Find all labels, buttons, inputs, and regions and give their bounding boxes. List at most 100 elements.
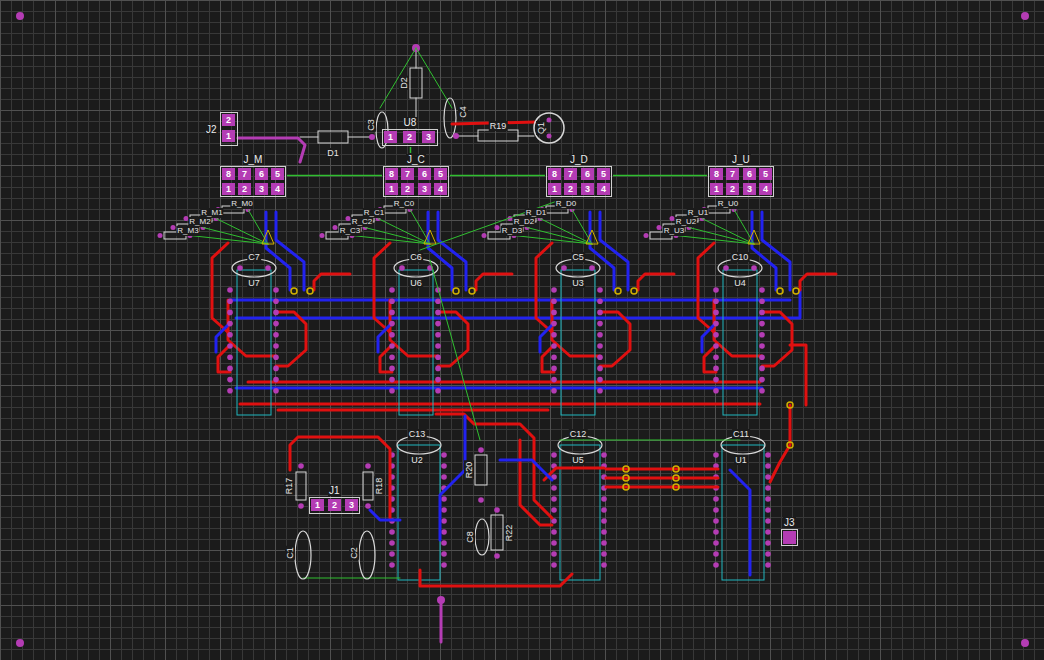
- via: [631, 288, 637, 294]
- ratsnest-line: [613, 175, 707, 177]
- ic-pin: [713, 343, 719, 349]
- pad-trace: [440, 600, 443, 642]
- part-label: D1: [326, 148, 340, 158]
- ic-pin: [765, 452, 771, 458]
- ic-pin: [441, 529, 447, 535]
- pad: [453, 133, 459, 139]
- ic-pin: [759, 298, 765, 304]
- pad: [478, 497, 484, 503]
- resistor-symbol: [491, 515, 503, 550]
- pad: [265, 265, 271, 271]
- ic-pin: [597, 354, 603, 360]
- red-trace: [278, 409, 548, 412]
- part-designator: J2: [205, 124, 218, 135]
- part-label: U5: [571, 455, 585, 465]
- pin-number: 3: [255, 183, 268, 195]
- orientation-mark: [262, 230, 274, 244]
- pad: [478, 447, 484, 453]
- connector-header: J_D87651234: [545, 153, 613, 198]
- pin-number: 7: [401, 168, 414, 180]
- via: [673, 475, 679, 481]
- red-trace: [476, 274, 512, 290]
- ic-pin: [441, 496, 447, 502]
- diode-symbol: [410, 68, 422, 98]
- pin-number: 8: [548, 168, 561, 180]
- orientation-mark: [424, 230, 436, 244]
- capacitor-outline: [475, 519, 489, 555]
- pad: [298, 463, 304, 469]
- ic-pin: [273, 343, 279, 349]
- resistor-symbol: [475, 455, 487, 485]
- part-designator: J_M: [243, 154, 264, 165]
- ic-pin: [713, 551, 719, 557]
- blue-trace: [590, 212, 614, 290]
- component-lead: [300, 137, 318, 138]
- connector-header: J1123: [308, 484, 361, 515]
- ic-pin: [765, 496, 771, 502]
- part-label: C5: [571, 252, 585, 262]
- part-label: C12: [569, 429, 588, 439]
- via: [787, 402, 793, 408]
- orientation-mark: [586, 230, 598, 244]
- ratsnest-wire: [352, 236, 430, 245]
- ic-pin: [441, 518, 447, 524]
- ic-pin: [273, 388, 279, 394]
- ic-pin: [601, 562, 607, 568]
- ic-pin: [765, 551, 771, 557]
- red-trace: [800, 274, 836, 290]
- ic-pin: [597, 377, 603, 383]
- pin-number: 8: [222, 168, 235, 180]
- blue-trace: [266, 212, 290, 290]
- part-label: U6: [409, 278, 423, 288]
- corner-marker: [16, 12, 24, 20]
- ratsnest-wire: [365, 228, 430, 245]
- ic-outline: [561, 270, 595, 415]
- ic-pin: [597, 366, 603, 372]
- part-label: R17: [284, 477, 294, 496]
- capacitor-outline: [444, 98, 456, 138]
- pin-number: 4: [271, 183, 284, 195]
- pad: [494, 507, 500, 513]
- ic-pin: [441, 452, 447, 458]
- ic-pin: [441, 562, 447, 568]
- connector-header: U8123: [381, 116, 439, 147]
- pin-number: 7: [726, 168, 739, 180]
- part-label: C11: [732, 429, 750, 439]
- ic-pin: [273, 354, 279, 360]
- part-label: R22: [504, 524, 514, 543]
- connector-header: J3: [780, 516, 799, 547]
- pad: [561, 265, 567, 271]
- ic-pin: [765, 507, 771, 513]
- pin-number: 2: [403, 131, 416, 143]
- diode-symbol: [318, 131, 348, 143]
- ic-pin: [551, 354, 557, 360]
- via: [623, 475, 629, 481]
- ratsnest-wire: [676, 236, 754, 245]
- ratsnest-wire: [303, 578, 400, 579]
- red-trace: [790, 345, 806, 405]
- ic-pin: [597, 388, 603, 394]
- pad: [171, 225, 176, 230]
- ic-pin: [441, 540, 447, 546]
- ic-pin: [713, 366, 719, 372]
- ic-pin: [551, 529, 557, 535]
- part-label: R20: [464, 461, 474, 480]
- ic-pin: [601, 540, 607, 546]
- ic-pin: [227, 287, 233, 293]
- pin-number: 3: [345, 499, 358, 511]
- pad: [657, 225, 662, 230]
- pin-number: 2: [238, 183, 251, 195]
- ic-pin: [713, 518, 719, 524]
- part-label: C10: [731, 252, 750, 262]
- ic-pin: [389, 562, 395, 568]
- ic-pin: [601, 496, 607, 502]
- ratsnest-wire: [560, 440, 740, 441]
- red-trace: [314, 274, 350, 290]
- part-label: R_C3: [339, 226, 361, 236]
- ic-pin: [551, 388, 557, 394]
- ratsnest-line: [450, 175, 545, 177]
- red-trace: [438, 312, 468, 366]
- ratsnest-wire: [190, 236, 268, 245]
- ratsnest-wire: [514, 236, 592, 245]
- pin-number: 3: [581, 183, 594, 195]
